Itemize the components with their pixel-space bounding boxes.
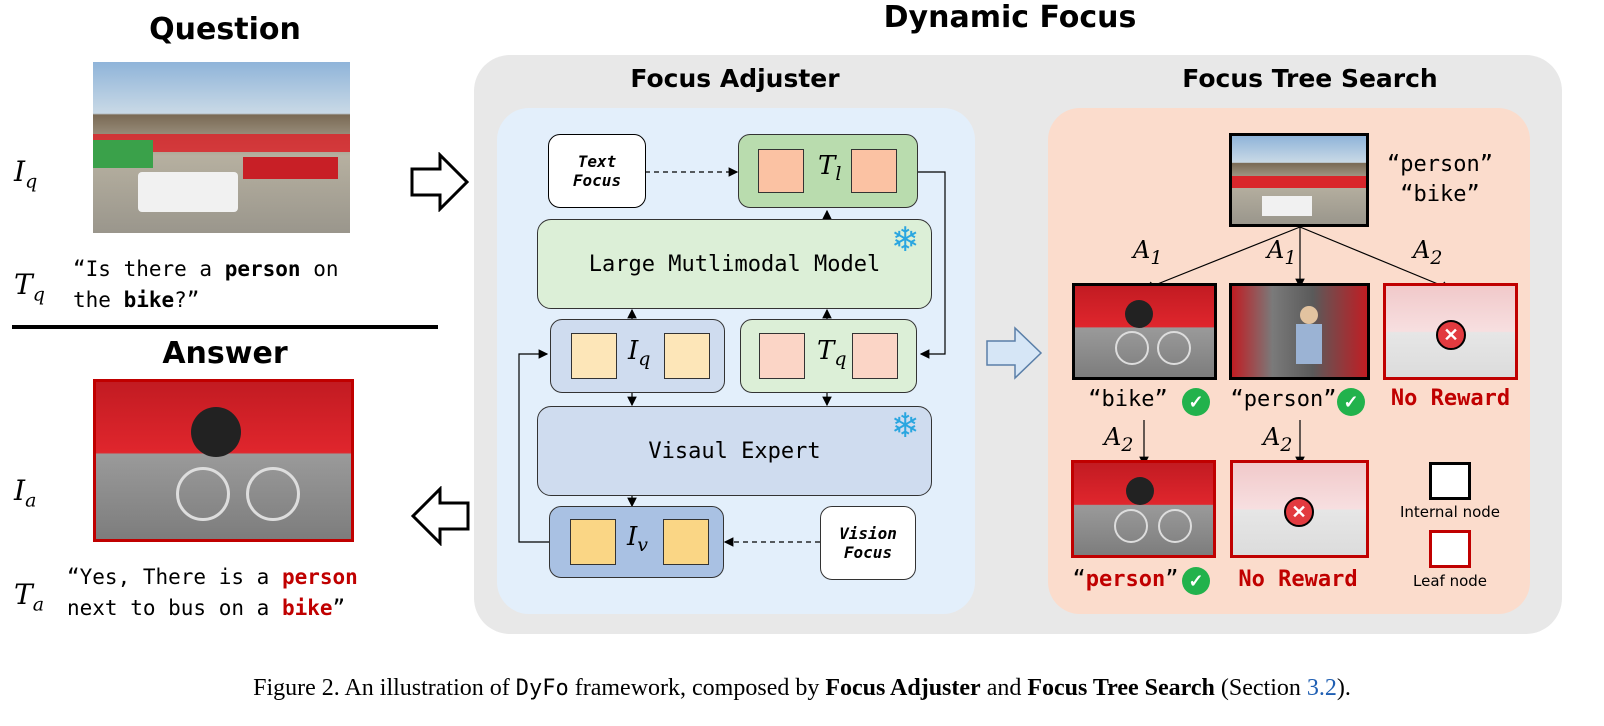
output-arrow-icon (410, 486, 470, 546)
vision-focus-box: Vision Focus (820, 506, 916, 580)
diagram-title: Dynamic Focus (883, 0, 1137, 35)
no-reward-label-1: No Reward (1390, 386, 1511, 411)
tree-root-node (1229, 133, 1369, 227)
node-label-bike: “bike” (1088, 387, 1168, 412)
tl-label: Tl (818, 151, 842, 186)
question-text: “Is there a person on the bike?” (73, 257, 339, 312)
answer-text: “Yes, There is a person next to bus on a… (67, 565, 358, 620)
question-heading: Question (149, 12, 301, 47)
snowflake-icon-2: ❄ (891, 407, 920, 445)
ia-label: Ia (14, 474, 37, 512)
leaf-label-person: “person” (1072, 567, 1179, 592)
divider-line (12, 325, 438, 329)
text-focus-box: Text Focus (548, 134, 646, 208)
no-reward-label-2: No Reward (1238, 567, 1358, 592)
tq-inner-label: Tq (817, 336, 847, 371)
tree-edges (1139, 226, 1452, 467)
section-link[interactable]: 3.2 (1306, 675, 1337, 701)
visual-expert-box: Visaul Expert (537, 406, 932, 496)
iq-token-box: Iq (550, 319, 725, 393)
edge-label-a1-left: A1 (1133, 236, 1163, 269)
focus-tree-heading: Focus Tree Search (1182, 64, 1438, 93)
tq-label: Tq (14, 268, 45, 306)
edge-label-a2-mid: A2 (1263, 423, 1293, 456)
snowflake-icon: ❄ (891, 221, 920, 259)
node-label-person: “person” (1230, 387, 1337, 412)
check-icon: ✓ (1182, 388, 1210, 416)
legend-leaf-swatch (1429, 530, 1471, 568)
lmm-box: Large Mutlimodal Model (537, 219, 932, 309)
legend-leaf-label: Leaf node (1413, 572, 1487, 590)
adjuster-to-tree-arrow-icon (986, 326, 1043, 380)
adjuster-connectors (518, 167, 946, 547)
focus-adjuster-heading: Focus Adjuster (630, 64, 840, 93)
legend-internal-swatch (1429, 462, 1471, 500)
legend-internal-label: Internal node (1399, 503, 1500, 521)
root-query-text: “person” “bike” (1387, 152, 1493, 207)
tree-leaf-person (1071, 460, 1216, 558)
input-arrow-icon (410, 152, 470, 212)
iq-label: Iq (14, 155, 38, 193)
cross-icon: ✕ (1436, 320, 1466, 350)
edge-label-a1-mid: A1 (1267, 236, 1297, 269)
check-icon-3: ✓ (1182, 567, 1210, 595)
iv-token-box: Iv (549, 506, 724, 578)
iv-inner-label: Iv (627, 522, 649, 557)
ta-label: Ta (14, 578, 45, 616)
tree-node-bike (1072, 283, 1217, 380)
question-image (93, 62, 350, 233)
check-icon-2: ✓ (1337, 388, 1365, 416)
tl-token-box: Tl (738, 134, 918, 208)
tree-node-person (1229, 283, 1370, 380)
cross-icon-2: ✕ (1284, 497, 1314, 527)
tq-token-box: Tq (740, 319, 917, 393)
answer-heading: Answer (162, 336, 288, 371)
iq-inner-label: Iq (628, 336, 651, 371)
figure-caption: Figure 2. An illustration of DyFo framew… (253, 675, 1351, 701)
answer-image (93, 379, 354, 542)
edge-label-a2-left: A2 (1104, 423, 1134, 456)
edge-label-a2-right: A2 (1413, 236, 1443, 269)
